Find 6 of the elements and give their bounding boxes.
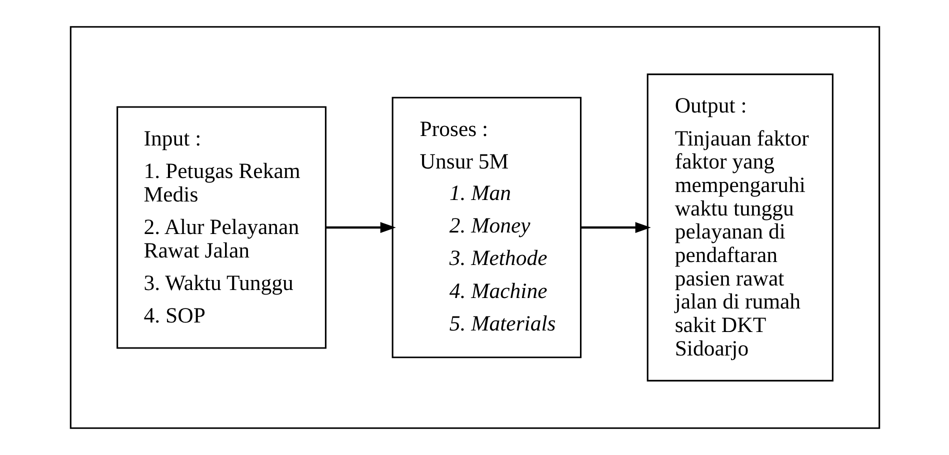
node-box: Proses : Unsur 5M 1. Man 2. Money 3. Methode 4. Machine 5. Materials [391, 96, 582, 358]
arrow [580, 222, 650, 233]
node-box: Output : Tinjauan faktor faktor yang mempengaruhi waktu tunggu pelayanan di pendaftaran pasien rawat jalan di rumah sakit DKT Sidoarjo [646, 74, 833, 382]
cluster [69, 26, 880, 429]
arrow [325, 222, 396, 233]
node-box: Input : 1. Petugas Rekam Medis 2. Alur Pelayanan Rawat Jalan 3. Waktu Tunggu 4. SOP [116, 106, 326, 349]
